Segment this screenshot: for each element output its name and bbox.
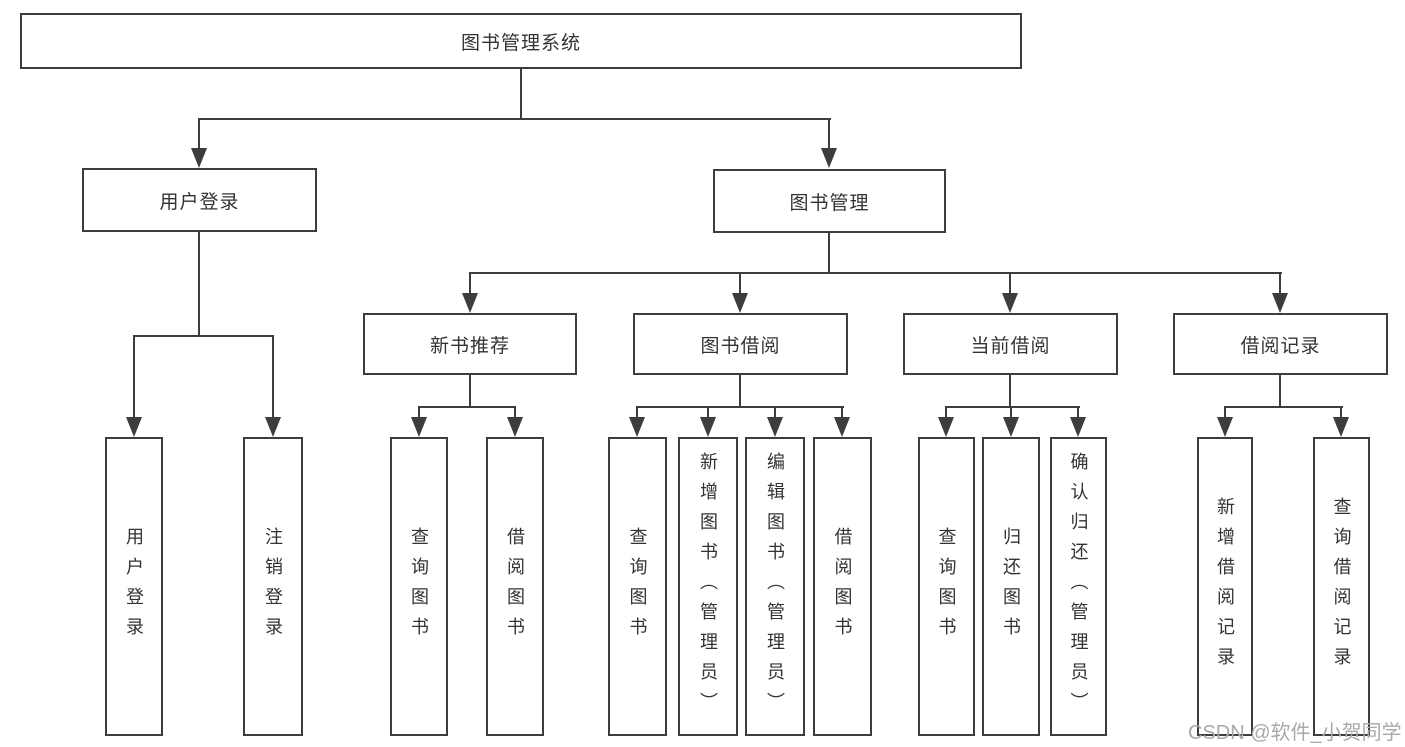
arrow-down-icon — [1070, 417, 1086, 437]
arrow-down-icon — [834, 417, 850, 437]
node-label: 借阅记录 — [1240, 335, 1321, 357]
connector-line — [636, 406, 638, 418]
leaf-add-borrow-record: 新增借阅记录 — [1197, 437, 1253, 736]
node-label: 确认归还（管理员） — [1068, 451, 1089, 722]
arrow-down-icon — [732, 293, 748, 313]
node-label: 图书借阅 — [700, 335, 781, 357]
connector-line — [945, 406, 1080, 408]
connector-line — [841, 406, 843, 418]
node-label: 注销登录 — [263, 526, 283, 647]
connector-line — [418, 406, 420, 418]
node-label: 查询借阅记录 — [1331, 496, 1352, 677]
node-book-borrowing: 图书借阅 — [633, 313, 848, 375]
arrow-down-icon — [126, 417, 142, 437]
node-label: 新增图书（管理员） — [698, 451, 718, 722]
node-label: 借阅图书 — [505, 526, 525, 647]
connector-line — [707, 406, 709, 418]
connector-line — [469, 375, 471, 407]
node-label: 查询图书 — [409, 526, 429, 647]
arrow-down-icon — [767, 417, 783, 437]
leaf-query-books-current: 查询图书 — [918, 437, 975, 736]
connector-line — [469, 272, 471, 294]
connector-line — [198, 118, 831, 120]
node-user-login: 用户登录 — [82, 168, 317, 232]
arrow-down-icon — [821, 148, 837, 168]
connector-line — [1009, 272, 1011, 294]
node-new-book-recommend: 新书推荐 — [363, 313, 577, 375]
connector-line — [198, 118, 200, 149]
arrow-down-icon — [191, 148, 207, 168]
connector-line — [469, 272, 1282, 274]
connector-line — [520, 69, 522, 118]
arrow-down-icon — [1003, 417, 1019, 437]
arrow-down-icon — [938, 417, 954, 437]
arrow-down-icon — [462, 293, 478, 313]
node-label: 归还图书 — [1001, 526, 1021, 647]
connector-line — [198, 232, 200, 336]
arrow-down-icon — [1333, 417, 1349, 437]
node-label: 编辑图书（管理员） — [765, 451, 785, 722]
connector-line — [1009, 375, 1011, 407]
leaf-return-books: 归还图书 — [982, 437, 1040, 736]
node-label: 查询图书 — [627, 526, 648, 647]
connector-line — [828, 118, 830, 149]
connector-line — [1224, 406, 1343, 408]
node-label: 图书管理系统 — [460, 32, 581, 54]
connector-line — [1340, 406, 1342, 418]
arrow-down-icon — [700, 417, 716, 437]
node-label: 新增借阅记录 — [1215, 496, 1235, 677]
node-current-borrowing: 当前借阅 — [903, 313, 1118, 375]
leaf-confirm-return-admin: 确认归还（管理员） — [1050, 437, 1107, 736]
connector-line — [1010, 406, 1012, 418]
arrow-down-icon — [629, 417, 645, 437]
connector-line — [418, 406, 516, 408]
arrow-down-icon — [411, 417, 427, 437]
leaf-edit-book-admin: 编辑图书（管理员） — [745, 437, 805, 736]
leaf-query-books-borrowing: 查询图书 — [608, 437, 667, 736]
connector-line — [945, 406, 947, 418]
connector-line — [1279, 272, 1281, 294]
connector-line — [739, 375, 741, 407]
node-root: 图书管理系统 — [20, 13, 1022, 69]
arrow-down-icon — [1002, 293, 1018, 313]
connector-line — [514, 406, 516, 418]
connector-line — [636, 406, 844, 408]
node-label: 新书推荐 — [429, 335, 510, 357]
leaf-logout: 注销登录 — [243, 437, 303, 736]
leaf-borrow-books-borrowing: 借阅图书 — [813, 437, 872, 736]
connector-line — [1279, 375, 1281, 407]
node-book-management: 图书管理 — [713, 169, 946, 233]
arrow-down-icon — [507, 417, 523, 437]
node-borrowing-records: 借阅记录 — [1173, 313, 1388, 375]
connector-line — [1077, 406, 1079, 418]
leaf-query-books-recommend: 查询图书 — [390, 437, 448, 736]
connector-line — [828, 233, 830, 273]
leaf-user-login: 用户登录 — [105, 437, 163, 736]
arrow-down-icon — [265, 417, 281, 437]
arrow-down-icon — [1272, 293, 1288, 313]
node-label: 用户登录 — [159, 191, 240, 213]
connector-line — [1224, 406, 1226, 418]
connector-line — [739, 272, 741, 294]
node-label: 用户登录 — [124, 526, 144, 647]
leaf-add-book-admin: 新增图书（管理员） — [678, 437, 738, 736]
connector-line — [133, 335, 274, 337]
connector-line — [272, 335, 274, 417]
node-label: 借阅图书 — [832, 526, 853, 647]
csdn-watermark: CSDN @软件_小贺同学 — [1188, 722, 1402, 744]
node-label: 图书管理 — [789, 192, 870, 214]
node-label: 查询图书 — [936, 526, 957, 647]
arrow-down-icon — [1217, 417, 1233, 437]
node-label: 当前借阅 — [970, 335, 1051, 357]
connector-line — [133, 335, 135, 417]
leaf-borrow-books-recommend: 借阅图书 — [486, 437, 544, 736]
connector-line — [774, 406, 776, 418]
leaf-query-borrow-record: 查询借阅记录 — [1313, 437, 1370, 736]
